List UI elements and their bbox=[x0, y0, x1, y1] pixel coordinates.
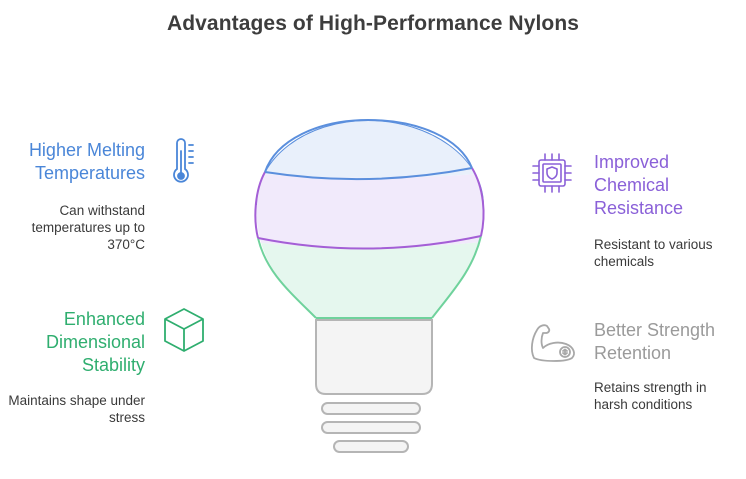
advantage-heading-dimensional: Enhanced Dimensional Stability bbox=[45, 309, 145, 375]
bulb-screw-ring bbox=[321, 402, 421, 415]
page-title: Advantages of High-Performance Nylons bbox=[166, 12, 580, 35]
advantage-heading-melting: Higher Melting Temperatures bbox=[28, 140, 145, 183]
cube-icon bbox=[164, 308, 204, 352]
chip-shield-icon bbox=[532, 153, 572, 193]
bulb-segment-top bbox=[256, 120, 484, 178]
thermometer-icon bbox=[173, 138, 194, 183]
advantage-heading-chemical: Improved Chemical Resistance bbox=[594, 152, 684, 218]
flexed-arm-icon bbox=[530, 324, 575, 362]
advantage-heading-strength: Better Strength Retention bbox=[594, 320, 716, 363]
advantage-description-melting: Can withstand temperatures up to 370°C bbox=[31, 203, 145, 252]
advantage-description-dimensional: Maintains shape under stress bbox=[8, 393, 145, 425]
bulb-segment-middle bbox=[256, 168, 484, 248]
bulb-neck bbox=[315, 319, 433, 395]
bulb-screw-ring bbox=[321, 421, 421, 434]
advantage-description-strength: Retains strength in harsh conditions bbox=[594, 380, 707, 412]
bulb-screw-ring bbox=[333, 440, 409, 453]
advantage-description-chemical: Resistant to various chemicals bbox=[594, 237, 713, 269]
